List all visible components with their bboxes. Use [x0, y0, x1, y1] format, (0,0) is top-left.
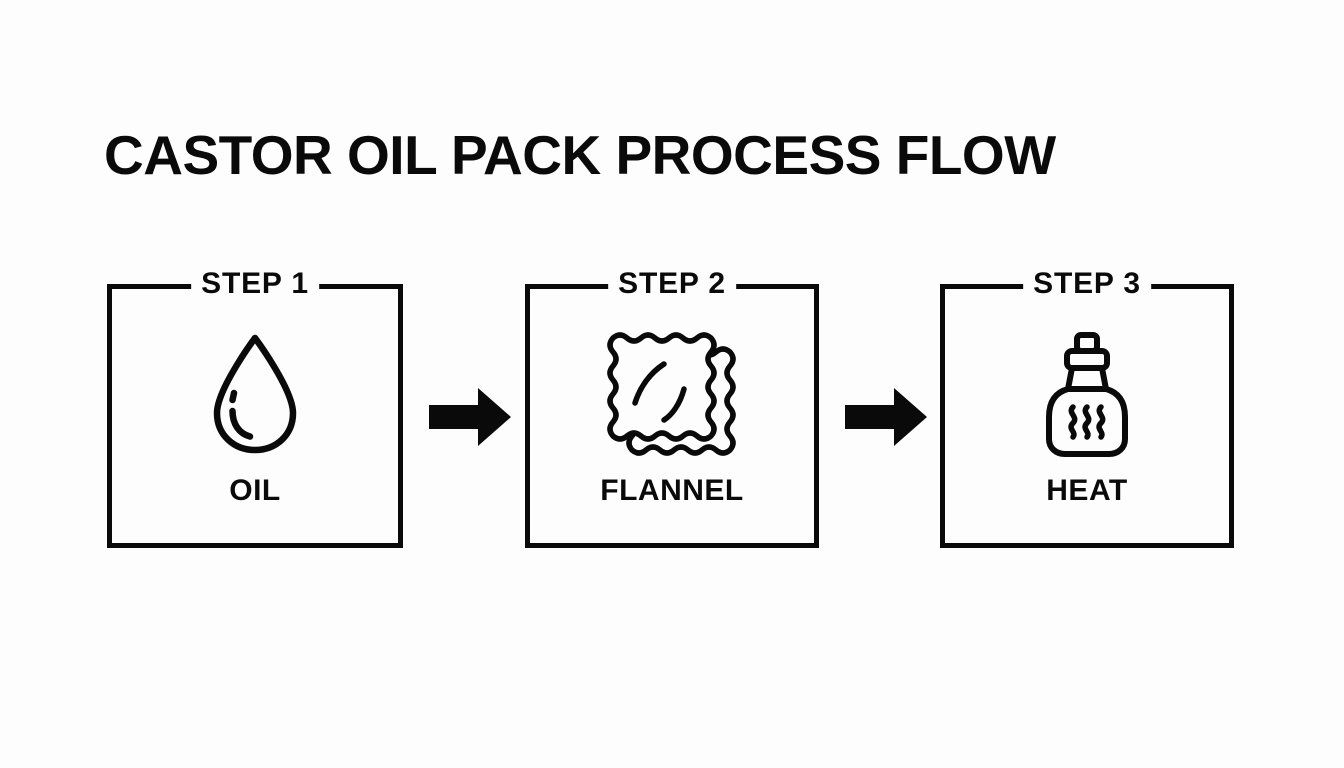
card-border-left: [940, 284, 945, 548]
step-card-1[interactable]: STEP 1 OIL: [107, 267, 403, 548]
process-flow-diagram: STEP 1 OIL STEP 2: [0, 267, 1344, 552]
card-border-right: [1229, 284, 1234, 548]
card-border-bottom: [940, 543, 1234, 548]
card-border-right: [398, 284, 403, 548]
hot-water-bottle-icon: [940, 328, 1234, 460]
card-border-left: [525, 284, 530, 548]
step-card-3[interactable]: STEP 3 HEAT: [940, 267, 1234, 548]
arrow-step1-to-step2: [429, 388, 511, 446]
page-title: CASTOR OIL PACK PROCESS FLOW: [104, 124, 1056, 186]
step-label-1: STEP 1: [191, 267, 319, 301]
step-card-2[interactable]: STEP 2 FLANNEL: [525, 267, 819, 548]
card-border-bottom: [107, 543, 403, 548]
card-border-bottom: [525, 543, 819, 548]
oil-droplet-icon: [107, 328, 403, 460]
card-border-top-left: [525, 284, 617, 289]
flannel-cloth-icon: [525, 328, 819, 460]
step-label-3: STEP 3: [1023, 267, 1151, 301]
step-label-2: STEP 2: [608, 267, 736, 301]
card-border-left: [107, 284, 112, 548]
card-border-top-right: [729, 284, 819, 289]
card-border-right: [814, 284, 819, 548]
card-border-top-right: [311, 284, 403, 289]
step-caption-2: FLANNEL: [600, 474, 744, 507]
card-border-top-left: [940, 284, 1032, 289]
card-border-top-right: [1144, 284, 1234, 289]
card-border-top-left: [107, 284, 201, 289]
arrow-step2-to-step3: [845, 388, 927, 446]
step-caption-3: HEAT: [1046, 474, 1128, 507]
step-caption-1: OIL: [229, 474, 281, 507]
